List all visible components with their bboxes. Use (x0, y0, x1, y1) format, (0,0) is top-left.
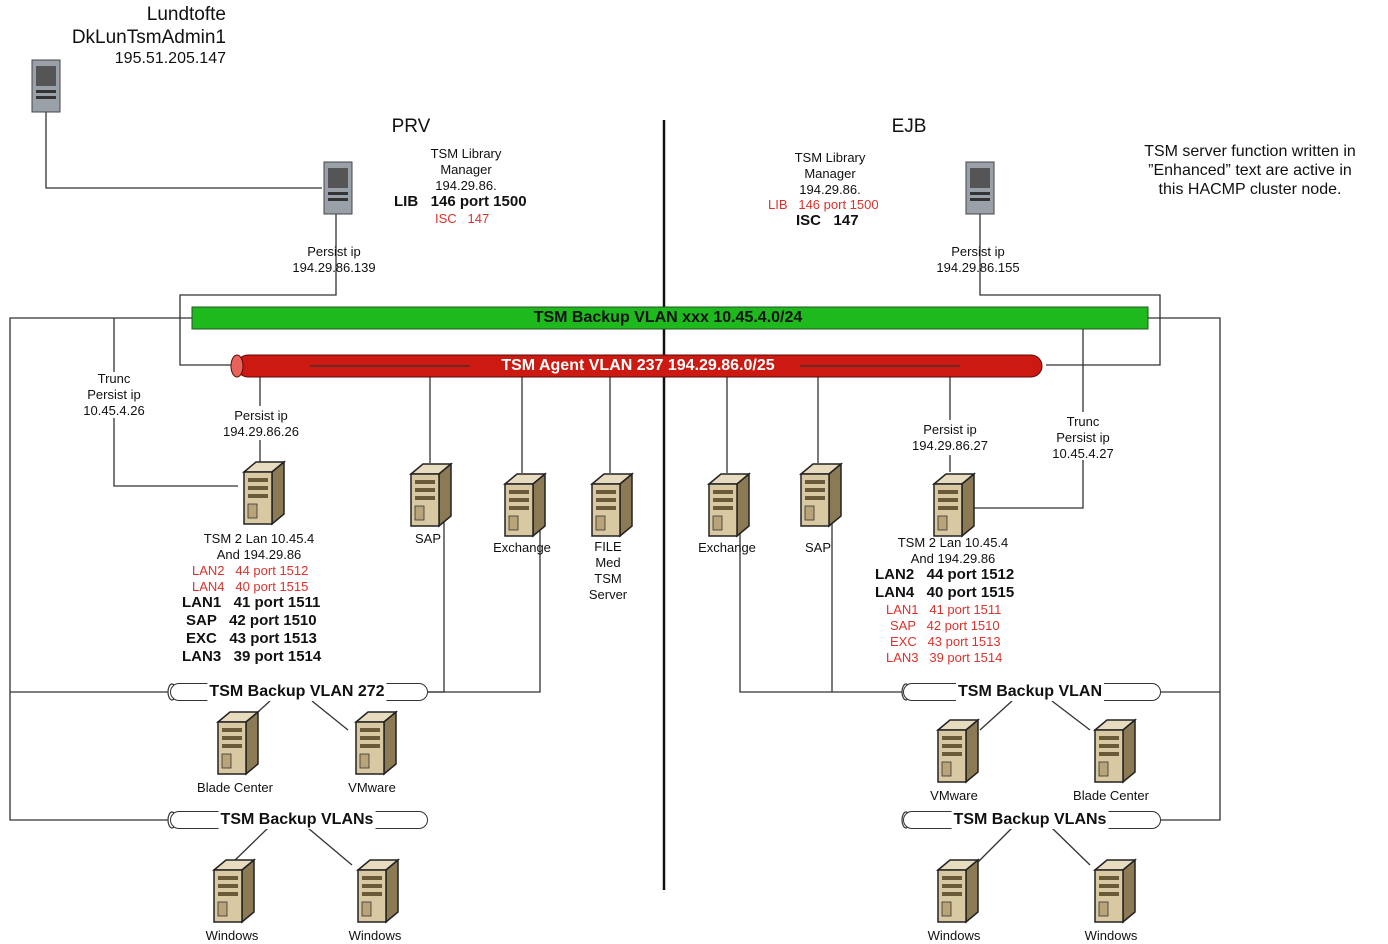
sap-right-label: SAP (804, 540, 832, 555)
file-server-label: FILE Med TSM Server (589, 539, 627, 603)
blade-left-label: Blade Center (197, 780, 273, 795)
note-line-2: ”Enhanced” text are active in (1148, 162, 1352, 179)
trunc-left-l2: Persist ip (87, 387, 141, 402)
tsm-left-bold-2: SAP 42 port 1510 (186, 612, 317, 629)
section-right-title: EJB (891, 116, 927, 137)
vmware-left-server-icon (348, 710, 399, 781)
persist-right-top-l2: 194.29.86.155 (936, 260, 1020, 275)
tsm-right-red-4: LAN3 39 port 1514 (886, 650, 1003, 665)
trunc-left-l3: 10.45.4.26 (83, 403, 145, 418)
persist-right-mid-l2: 194.29.86.27 (912, 438, 988, 453)
blade-right-server-icon (1087, 718, 1138, 789)
sap-left-label: SAP (414, 531, 442, 546)
admin-ip: 195.51.205.147 (114, 50, 226, 67)
lib-right-isc: ISC 147 (796, 212, 859, 229)
connector-lines (9, 110, 1221, 890)
left-library-server-icon (320, 160, 356, 221)
tsm-left-red-1: LAN2 44 port 1512 (192, 563, 309, 578)
pill-right-vlans-label: TSM Backup VLANs (951, 811, 1109, 829)
persist-left-mid-l2: 194.29.86.26 (223, 424, 299, 439)
exchange-left-server-icon (497, 472, 548, 543)
file-label-2: Med (595, 555, 621, 570)
lib-left-l2: Manager (440, 162, 492, 177)
windows-label-1: Windows (205, 928, 259, 943)
vmware-right-server-icon (930, 718, 981, 789)
sap-left-server-icon (403, 462, 454, 533)
persist-right-mid-l1: Persist ip (923, 422, 977, 437)
tsm-right-red-2: SAP 42 port 1510 (890, 618, 1000, 633)
file-label-1: FILE (594, 539, 622, 554)
persist-left-top-l2: 194.29.86.139 (292, 260, 376, 275)
tsm-left-l1: TSM 2 Lan 10.45.4 (203, 531, 315, 546)
windows-label-4: Windows (1084, 928, 1138, 943)
tsm-left-server-icon (236, 460, 287, 531)
lib-left-isc: ISC 147 (435, 211, 490, 226)
windows-1-server-icon (206, 858, 257, 929)
windows-label-3: Windows (927, 928, 981, 943)
tsm-right-l2: And 194.29.86 (910, 551, 996, 566)
pill-left-vlans-label: TSM Backup VLANs (218, 811, 376, 829)
admin-server-icon (28, 58, 64, 119)
blade-left-server-icon (210, 710, 261, 781)
section-left-title: PRV (391, 116, 431, 137)
right-library-server-icon (962, 160, 998, 221)
file-label-4: Server (588, 587, 628, 602)
exchange-right-server-icon (701, 472, 752, 543)
note-line-3: this HACMP cluster node. (1158, 181, 1342, 198)
backup-vlan-bar (191, 306, 1149, 330)
tsm-left-bold-1: LAN1 41 port 1511 (182, 594, 321, 611)
tsm-left-red-2: LAN4 40 port 1515 (192, 579, 309, 594)
tsm-left-l2: And 194.29.86 (216, 547, 302, 562)
tsm-left-bold-4: LAN3 39 port 1514 (182, 648, 322, 665)
agent-vlan-label: TSM Agent VLAN 237 194.29.86.0/25 (501, 357, 775, 374)
windows-2-server-icon (350, 858, 401, 929)
lib-left-lib: LIB 146 port 1500 (394, 193, 527, 210)
backup-vlan-label: TSM Backup VLAN xxx 10.45.4.0/24 (533, 309, 803, 326)
lib-right-lib: LIB 146 port 1500 (768, 197, 879, 212)
tsm-left-bold-3: EXC 43 port 1513 (186, 630, 317, 647)
lib-left-l3: 194.29.86. (435, 178, 497, 193)
file-server-icon (584, 472, 635, 543)
lib-right-l3: 194.29.86. (799, 182, 861, 197)
persist-right-top-l1: Persist ip (951, 244, 1005, 259)
tsm-right-red-1: LAN1 41 port 1511 (886, 602, 1002, 617)
vmware-right-label: VMware (930, 788, 978, 803)
note-line-1: TSM server function written in (1144, 143, 1356, 160)
lib-right-l2: Manager (804, 166, 856, 181)
trunc-left-l1: Trunc (97, 371, 131, 386)
sap-right-server-icon (793, 462, 844, 533)
trunc-right-l1: Trunc (1066, 414, 1100, 429)
windows-4-server-icon (1087, 858, 1138, 929)
admin-site: Lundtofte (146, 4, 226, 25)
tsm-right-bold-1: LAN2 44 port 1512 (875, 566, 1015, 583)
tsm-right-l1: TSM 2 Lan 10.45.4 (897, 535, 1009, 550)
exchange-left-label: Exchange (493, 540, 551, 555)
vmware-left-label: VMware (348, 780, 396, 795)
lib-left-l1: TSM Library (430, 146, 502, 161)
admin-host: DkLunTsmAdmin1 (71, 27, 226, 48)
pill-left-272-label: TSM Backup VLAN 272 (207, 683, 387, 701)
tsm-right-red-3: EXC 43 port 1513 (890, 634, 1001, 649)
persist-left-top-l1: Persist ip (307, 244, 361, 259)
blade-right-label: Blade Center (1073, 788, 1149, 803)
windows-3-server-icon (930, 858, 981, 929)
persist-left-mid-l1: Persist ip (234, 408, 288, 423)
trunc-right-l3: 10.45.4.27 (1052, 446, 1114, 461)
lib-right-l1: TSM Library (794, 150, 866, 165)
tsm-right-server-icon (926, 472, 977, 543)
file-label-3: TSM (594, 571, 622, 586)
pill-right-vlan-label: TSM Backup VLAN (955, 683, 1105, 701)
tsm-right-bold-2: LAN4 40 port 1515 (875, 584, 1015, 601)
note-text: TSM server function written in ”Enhanced… (1144, 142, 1356, 199)
trunc-right-l2: Persist ip (1056, 430, 1110, 445)
windows-label-2: Windows (348, 928, 402, 943)
exchange-right-label: Exchange (698, 540, 756, 555)
